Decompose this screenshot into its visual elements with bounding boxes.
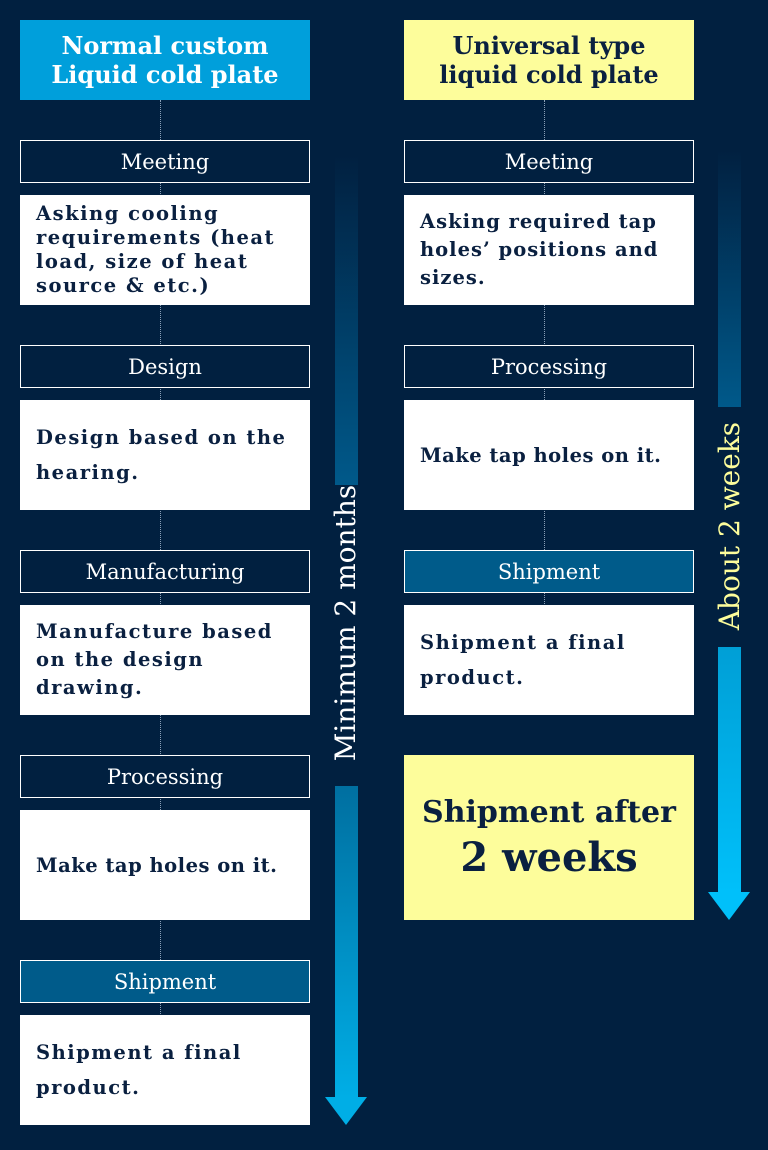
left-desc-design: Design based on the hearing.	[20, 400, 310, 510]
left-step-shipment: Shipment	[20, 960, 310, 1003]
left-arrow-head-icon	[325, 1097, 367, 1125]
right-desc-processing: Make tap holes on it.	[404, 400, 694, 510]
right-timeline-arrow-top	[718, 150, 741, 407]
left-timeline-arrow-top	[335, 155, 358, 485]
left-title-line2: Liquid cold plate	[51, 60, 279, 89]
right-duration-label: About 2 weeks	[713, 421, 746, 631]
left-desc-shipment: Shipment a final product.	[20, 1015, 310, 1125]
right-arrow-head-icon	[708, 892, 750, 920]
left-desc-meeting: Asking cooling requirements (heat load, …	[20, 195, 310, 305]
right-step-shipment: Shipment	[404, 550, 694, 593]
right-step-processing: Processing	[404, 345, 694, 388]
left-title-line1: Normal custom	[61, 31, 269, 60]
right-desc-shipment: Shipment a final product.	[404, 605, 694, 715]
left-step-manufacturing: Manufacturing	[20, 550, 310, 593]
right-desc-meeting: Asking required tap holes’ positions and…	[404, 195, 694, 305]
left-desc-manufacturing: Manufacture based on the design drawing.	[20, 605, 310, 715]
left-step-design: Design	[20, 345, 310, 388]
left-step-meeting: Meeting	[20, 140, 310, 183]
right-step-meeting: Meeting	[404, 140, 694, 183]
final-shipment-box: Shipment after 2 weeks	[404, 755, 694, 920]
final-shipment-line2: 2 weeks	[460, 833, 638, 881]
left-step-processing: Processing	[20, 755, 310, 798]
left-desc-processing: Make tap holes on it.	[20, 810, 310, 920]
final-shipment-line1: Shipment after	[422, 794, 676, 830]
right-timeline-arrow-bottom	[718, 647, 741, 893]
left-duration-label: Minimum 2 months	[329, 484, 362, 762]
right-title-line2: liquid cold plate	[439, 60, 659, 89]
left-timeline-arrow-bottom	[335, 786, 358, 1098]
right-title-line1: Universal type	[452, 31, 646, 60]
